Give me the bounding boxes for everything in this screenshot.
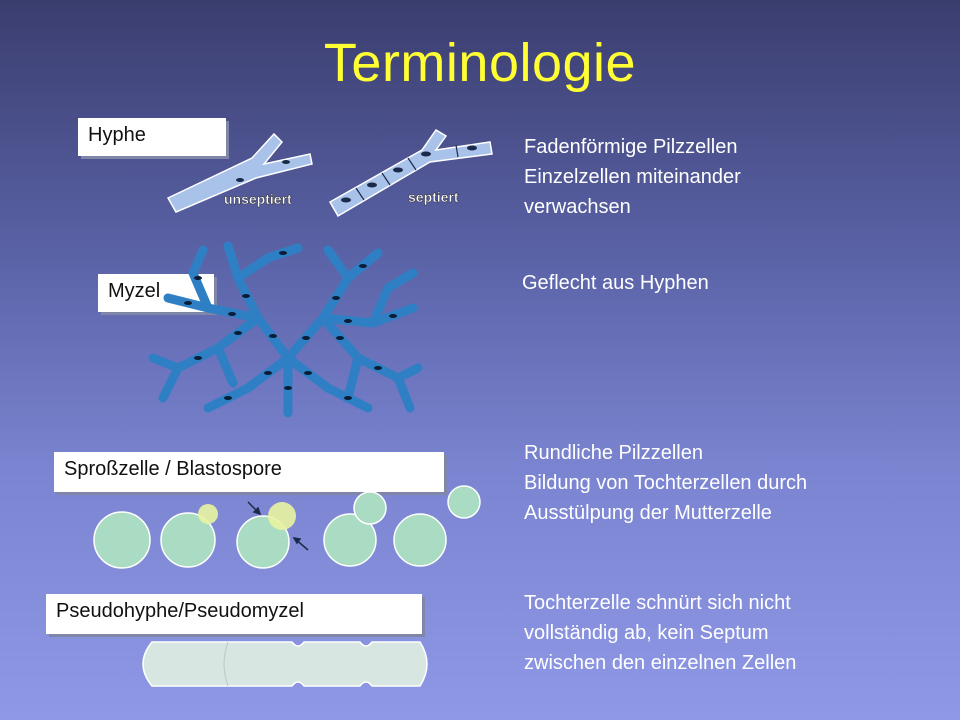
bud-cell — [268, 502, 296, 530]
desc-hyphe: Fadenförmige Pilzzellen Einzelzellen mit… — [524, 132, 741, 222]
desc-pseudohyphe-line-2: vollständig ab, kein Septum — [524, 622, 769, 644]
slide-title: Terminologie — [323, 33, 637, 93]
hyphe-illustration: unseptiert septiert — [166, 128, 493, 218]
desc-sprosszelle: Rundliche Pilzzellen Bildung von Tochter… — [524, 438, 807, 528]
label-sprosszelle: Sproßzelle / Blastospore — [54, 452, 444, 492]
bud-cell — [198, 504, 218, 524]
label-hyphe: Hyphe — [78, 118, 226, 156]
spore-cell — [236, 515, 290, 569]
desc-pseudohyphe: Tochterzelle schnürt sich nicht vollstän… — [524, 588, 796, 678]
spore-cell — [447, 485, 481, 519]
tag-unseptiert: unseptiert — [224, 191, 292, 207]
spore-cell — [160, 512, 216, 568]
desc-hyphe-line-3: verwachsen — [524, 196, 631, 218]
desc-sprosszelle-line-3: Ausstülpung der Mutterzelle — [524, 502, 772, 524]
desc-sprosszelle-line-1: Rundliche Pilzzellen — [524, 442, 703, 464]
desc-myzel: Geflecht aus Hyphen — [522, 268, 709, 298]
desc-pseudohyphe-line-3: zwischen den einzelnen Zellen — [524, 652, 797, 674]
desc-pseudohyphe-line-1: Tochterzelle schnürt sich nicht — [524, 592, 791, 614]
spore-cell — [393, 513, 447, 567]
myzel-illustration — [148, 241, 423, 418]
hypha-unseptiert — [166, 132, 313, 213]
spore-cell — [93, 511, 151, 569]
sprosszelle-illustration — [93, 485, 481, 569]
tag-septiert: septiert — [408, 189, 459, 205]
pseudohyphe-illustration — [142, 641, 428, 687]
spore-cell — [323, 513, 377, 567]
label-pseudohyphe: Pseudohyphe/Pseudomyzel — [46, 594, 422, 634]
desc-hyphe-line-2: Einzelzellen miteinander — [524, 166, 741, 188]
desc-myzel-line-1: Geflecht aus Hyphen — [522, 272, 709, 294]
pseudohyphe-chain — [142, 641, 428, 687]
hypha-septiert — [328, 128, 493, 218]
desc-hyphe-line-1: Fadenförmige Pilzzellen — [524, 136, 738, 158]
desc-sprosszelle-line-2: Bildung von Tochterzellen durch — [524, 472, 808, 494]
spore-cell — [353, 491, 387, 525]
